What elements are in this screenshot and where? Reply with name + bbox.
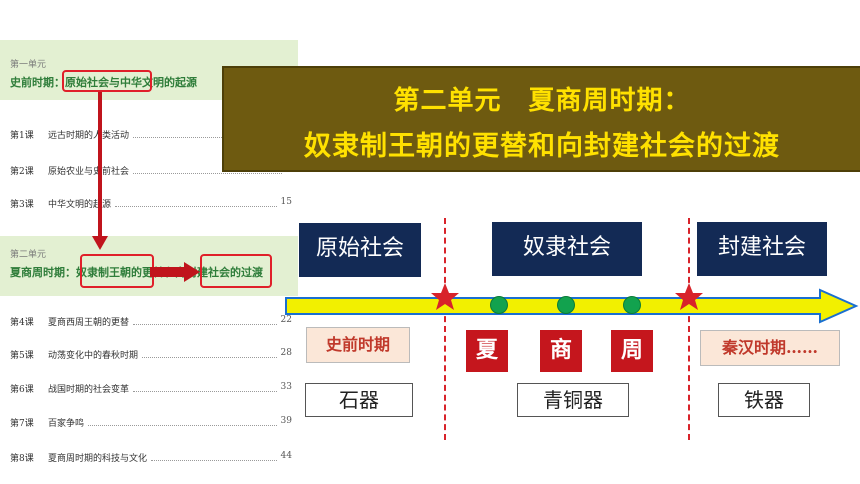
lesson-3[interactable]: 第3课 中华文明的起源 15: [10, 197, 292, 210]
star-icon-left: [431, 283, 459, 310]
society-slave: 奴隶社会: [492, 222, 642, 276]
dynasty-marker-zhou: [623, 296, 641, 314]
period-prehistoric: 史前时期: [306, 327, 410, 363]
lesson-6[interactable]: 第6课 战国时期的社会变革 33: [10, 382, 292, 395]
tool-iron: 铁器: [718, 383, 810, 417]
connector-arrows: [92, 92, 200, 282]
star-icon-right: [675, 283, 703, 310]
banner-line-1: 第二单元 夏商周时期：: [393, 86, 691, 116]
divider-line-2: [688, 218, 690, 440]
tool-bronze: 青铜器: [517, 383, 629, 417]
tool-stone: 石器: [305, 383, 413, 417]
highlight-box-feudal-transition: [200, 254, 272, 288]
unit1-title: 史前时期：原始社会与中华文明的起源: [10, 76, 197, 89]
unit2-label: 第二单元: [10, 250, 47, 260]
banner-line-2: 奴隶制王朝的更替和向封建社会的过渡: [304, 131, 780, 162]
arrow-right-icon: [184, 262, 200, 282]
lesson-5[interactable]: 第5课 动荡变化中的春秋时期 28: [10, 348, 292, 361]
period-qin-han: 秦汉时期……: [700, 330, 840, 366]
dynasty-shang: 商: [540, 330, 582, 372]
unit1-label: 第一单元: [10, 60, 47, 70]
unit-title-banner: 第二单元 夏商周时期： 奴隶制王朝的更替和向封建社会的过渡: [222, 66, 860, 172]
lesson-4[interactable]: 第4课 夏商西周王朝的更替 22: [10, 315, 292, 328]
divider-line-1: [444, 218, 446, 440]
arrow-down-icon: [92, 236, 108, 250]
society-primitive: 原始社会: [299, 223, 421, 277]
dynasty-marker-xia: [490, 296, 508, 314]
dynasty-zhou: 周: [611, 330, 653, 372]
lesson-8[interactable]: 第8课 夏商周时期的科技与文化 44: [10, 451, 292, 464]
dynasty-marker-shang: [557, 296, 575, 314]
lesson-7[interactable]: 第7课 百家争鸣 39: [10, 416, 292, 429]
society-feudal: 封建社会: [697, 222, 827, 276]
dynasty-xia: 夏: [466, 330, 508, 372]
highlight-box-primitive-society: [62, 70, 152, 92]
